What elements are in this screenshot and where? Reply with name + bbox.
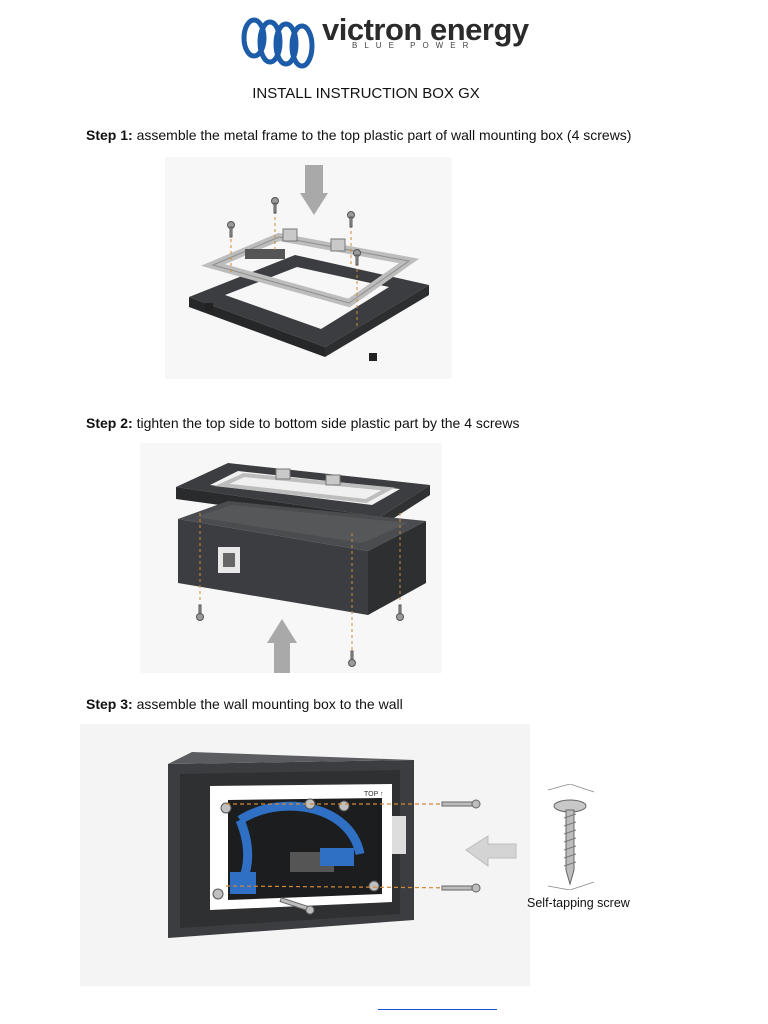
step-2-text: tighten the top side to bottom side plas… — [136, 415, 520, 431]
wall-screw-icon — [279, 897, 315, 915]
step-2-label: Step 2: — [86, 415, 133, 431]
step-2-illustration — [140, 443, 442, 673]
screw-icon — [348, 650, 356, 667]
step-1-text: assemble the metal frame to the top plas… — [136, 127, 632, 143]
document-title: INSTALL INSTRUCTION BOX GX — [252, 85, 480, 102]
screw-icon — [368, 880, 380, 892]
step-3-illustration: TOP ↑ — [80, 724, 530, 986]
down-arrow-icon — [300, 165, 328, 215]
screw-icon — [347, 211, 355, 228]
brand-name: victron energy — [322, 12, 529, 47]
step-1-instruction: Step 1: assemble the metal frame to the … — [86, 127, 631, 143]
screw-icon — [212, 888, 224, 900]
step-1-illustration — [165, 157, 452, 379]
step-2-instruction: Step 2: tighten the top side to bottom s… — [86, 415, 519, 431]
metal-frame — [200, 228, 420, 308]
wall-screw-icon — [441, 883, 481, 893]
step-1-label: Step 1: — [86, 127, 133, 143]
bottom-box — [178, 501, 426, 615]
victron-logo — [238, 12, 528, 70]
screw-caption: Self-tapping screw — [527, 896, 630, 910]
screw-icon — [196, 604, 204, 621]
victron-wave-logo-icon — [241, 17, 315, 69]
up-arrow-icon — [267, 619, 297, 673]
wall-screw-icon — [441, 799, 481, 809]
step-3-text: assemble the wall mounting box to the wa… — [136, 696, 403, 712]
left-arrow-icon — [465, 835, 517, 867]
screw-icon — [220, 802, 232, 814]
step-3-label: Step 3: — [86, 696, 133, 712]
wall-box — [168, 752, 414, 938]
screw-icon — [396, 604, 404, 621]
screw-icon — [353, 249, 361, 266]
link-underline — [378, 1009, 497, 1010]
self-tapping-screw-icon — [553, 799, 587, 886]
screw-icon — [227, 221, 235, 238]
frame-top-label: TOP ↑ — [364, 791, 384, 798]
step-3-instruction: Step 3: assemble the wall mounting box t… — [86, 696, 403, 712]
brand-tagline: BLUE POWER — [352, 41, 476, 50]
self-tapping-screw-illustration — [540, 783, 602, 891]
screw-icon — [271, 197, 279, 214]
screw-icon — [338, 800, 350, 812]
